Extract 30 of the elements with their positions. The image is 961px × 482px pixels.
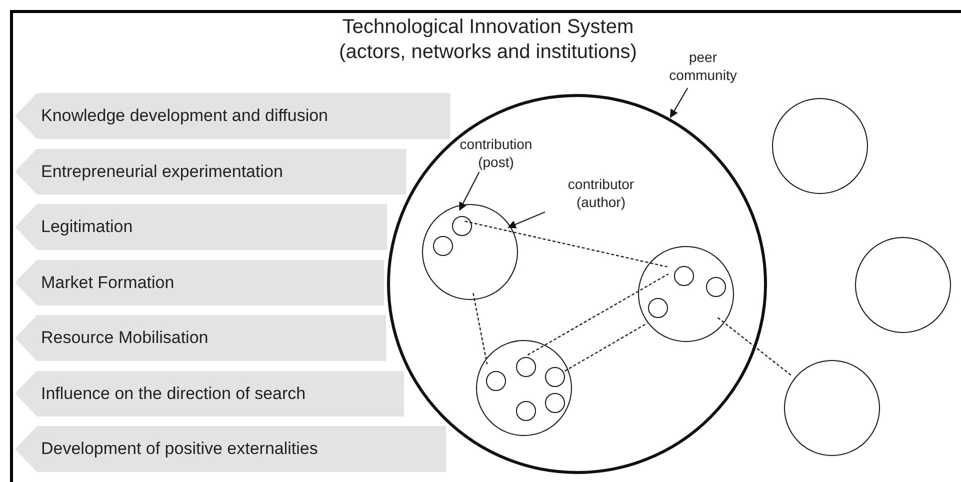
contribution-circle [452,216,472,236]
contribution-circle [545,393,565,413]
contribution-circle [545,367,565,387]
contribution-circle [516,357,536,377]
contribution-circle [706,277,726,297]
function-band: Influence on the direction of search [15,370,404,416]
function-band: Knowledge development and diffusion [15,93,450,139]
annotation-label: contribution (post) [453,136,539,178]
dashed-line [527,273,669,356]
system-frame [10,10,961,482]
dashed-line [464,220,668,268]
function-band: Resource Mobilisation [15,315,386,361]
annotation-label: peer community [658,49,748,91]
contribution-circle [433,236,453,256]
function-band: Market Formation [15,260,384,306]
dashed-line [472,293,488,364]
arrow [670,88,688,118]
dashed-line [564,322,648,372]
contribution-circle [648,298,668,318]
function-band: Legitimation [15,204,387,250]
annotation-label: contributor (author) [551,176,651,218]
contribution-circle [516,401,536,421]
function-band: Entrepreneurial experimentation [15,148,406,194]
function-band: Development of positive externalities [15,426,446,472]
dashed-line [717,317,792,376]
contribution-circle [674,266,694,286]
contribution-circle [486,371,506,391]
frame-heading: Technological Innovation System (actors, networks and institutions) [338,15,638,65]
arrow [459,172,480,211]
arrow [507,211,546,228]
